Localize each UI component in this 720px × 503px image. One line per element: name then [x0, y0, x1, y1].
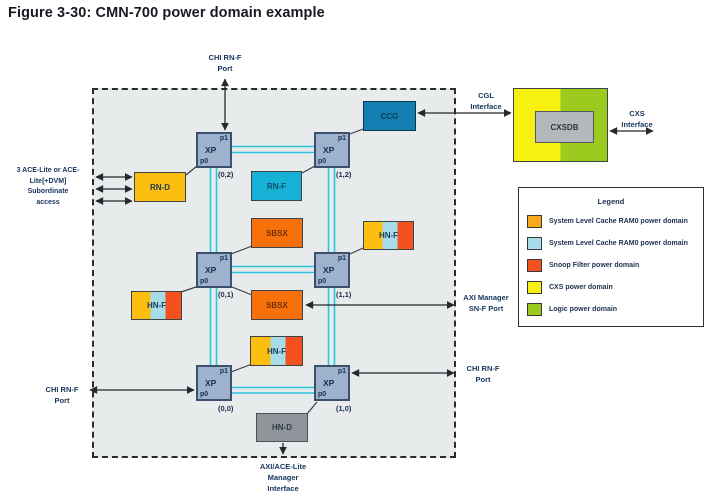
xp-label: XP [323, 265, 335, 275]
cgl-interface-label: CGL Interface [461, 91, 511, 113]
xp-coord-0-0: (0,0) [218, 404, 234, 413]
legend-label: System Level Cache RAM0 power domain [549, 240, 688, 247]
xp-label: XP [205, 145, 217, 155]
legend-item: System Level Cache RAM0 power domain [527, 237, 695, 250]
legend-swatch-slc-ram0-amber [527, 215, 542, 228]
cxs-interface-label: CXS Interface [612, 109, 662, 131]
port-label-line: Port [475, 374, 491, 384]
xp-coord-1-2: (1,2) [336, 170, 352, 179]
legend-title: Legend [597, 197, 625, 206]
port-label-line: Interface [621, 119, 653, 129]
rnd-block: RN-D [134, 172, 186, 202]
rnf-block: RN-F [251, 171, 302, 201]
port-label-line: AXI/ACE-Lite [259, 462, 307, 471]
axi-manager-snf-port-label: AXI Manager SN-F Port [457, 293, 515, 315]
legend-swatch-snoop-filter [527, 259, 542, 272]
port-label-line: CXS [629, 109, 645, 118]
legend-box: Legend System Level Cache RAM0 power dom… [518, 187, 704, 327]
legend-swatch-slc-ram0-cyan [527, 237, 542, 250]
xp-node-0-0: p1 XP p0 [196, 365, 232, 401]
xp-node-0-1: p1 XP p0 [196, 252, 232, 288]
xp-p0-label: p0 [318, 158, 327, 165]
xp-coord-0-1: (0,1) [218, 290, 234, 299]
xp-p0-label: p0 [200, 391, 209, 398]
legend-label: CXS power domain [549, 284, 613, 291]
xp-coord-1-1: (1,1) [336, 290, 352, 299]
port-label-line: SN-F Port [468, 303, 504, 313]
legend-swatch-cxs [527, 281, 542, 294]
axi-ace-lite-manager-interface-label: AXI/ACE-Lite Manager Interface [248, 462, 318, 495]
port-label-line: CGL [478, 91, 494, 100]
port-label-line: access [36, 198, 60, 206]
port-label-line: Interface [267, 483, 299, 493]
legend-label: System Level Cache RAM0 power domain [549, 218, 688, 225]
top-chi-rnf-port-label: CHI RN-F Port [193, 53, 257, 75]
xp-node-1-1: p1 XP p0 [314, 252, 350, 288]
xp-p0-label: p0 [200, 158, 209, 165]
xp-node-0-2: p1 XP p0 [196, 132, 232, 168]
legend-item: Snoop Filter power domain [527, 259, 695, 272]
hnf-middle-block: HN-F [250, 336, 303, 366]
legend-label: Logic power domain [549, 306, 618, 313]
port-label-line: AXI Manager [463, 293, 509, 302]
port-label-line: Subordinate [27, 188, 69, 195]
power-domain-boundary [92, 88, 456, 458]
xp-label: XP [205, 378, 217, 388]
xp-node-1-2: p1 XP p0 [314, 132, 350, 168]
figure-title: Figure 3-30: CMN-700 power domain exampl… [8, 5, 325, 21]
xp-p1-label: p1 [337, 368, 346, 375]
xp-p1-label: p1 [219, 368, 228, 375]
legend-label: Snoop Filter power domain [549, 262, 640, 269]
port-label-line: CHI RN-F [45, 385, 79, 394]
port-label-line: Interface [470, 101, 502, 111]
xp-coord-1-0: (1,0) [336, 404, 352, 413]
xp-p1-label: p1 [219, 135, 228, 142]
left-chi-rnf-port-label: CHI RN-F Port [32, 385, 92, 407]
xp-p0-label: p0 [318, 278, 327, 285]
xp-p0-label: p0 [200, 278, 209, 285]
ace-lite-subordinate-label: 3 ACE-Lite or ACE- Lite[+DVM] Subordinat… [6, 166, 90, 208]
port-label-line: CHI RN-F [466, 364, 500, 373]
cxs-logic-domain-block: CXSDB [513, 88, 608, 162]
xp-p1-label: p1 [337, 255, 346, 262]
xp-p0-label: p0 [318, 391, 327, 398]
port-label-line: CHI RN-F [208, 53, 242, 62]
legend-item: System Level Cache RAM0 power domain [527, 215, 695, 228]
hnd-block: HN-D [256, 413, 308, 442]
port-label-line: Port [54, 395, 70, 405]
right-chi-rnf-port-label: CHI RN-F Port [456, 364, 510, 386]
ccg-block: CCG [363, 101, 416, 131]
xp-p1-label: p1 [337, 135, 346, 142]
xp-coord-0-2: (0,2) [218, 170, 234, 179]
legend-item: CXS power domain [527, 281, 695, 294]
xp-label: XP [205, 265, 217, 275]
hnf-left-block: HN-F [131, 291, 182, 320]
xp-p1-label: p1 [219, 255, 228, 262]
port-label-line: Port [217, 63, 233, 73]
xp-label: XP [323, 378, 335, 388]
port-label-line: Manager [267, 472, 299, 482]
legend-item: Logic power domain [527, 303, 695, 316]
hnf-right-block: HN-F [363, 221, 414, 250]
legend-swatch-logic [527, 303, 542, 316]
cxsdb-block: CXSDB [535, 111, 594, 143]
xp-label: XP [323, 145, 335, 155]
port-label-line: Lite[+DVM] [29, 177, 67, 185]
port-label-line: 3 ACE-Lite or ACE- [16, 167, 80, 174]
xp-node-1-0: p1 XP p0 [314, 365, 350, 401]
sbsx-top-block: SBSX [251, 218, 303, 248]
sbsx-bottom-block: SBSX [251, 290, 303, 320]
